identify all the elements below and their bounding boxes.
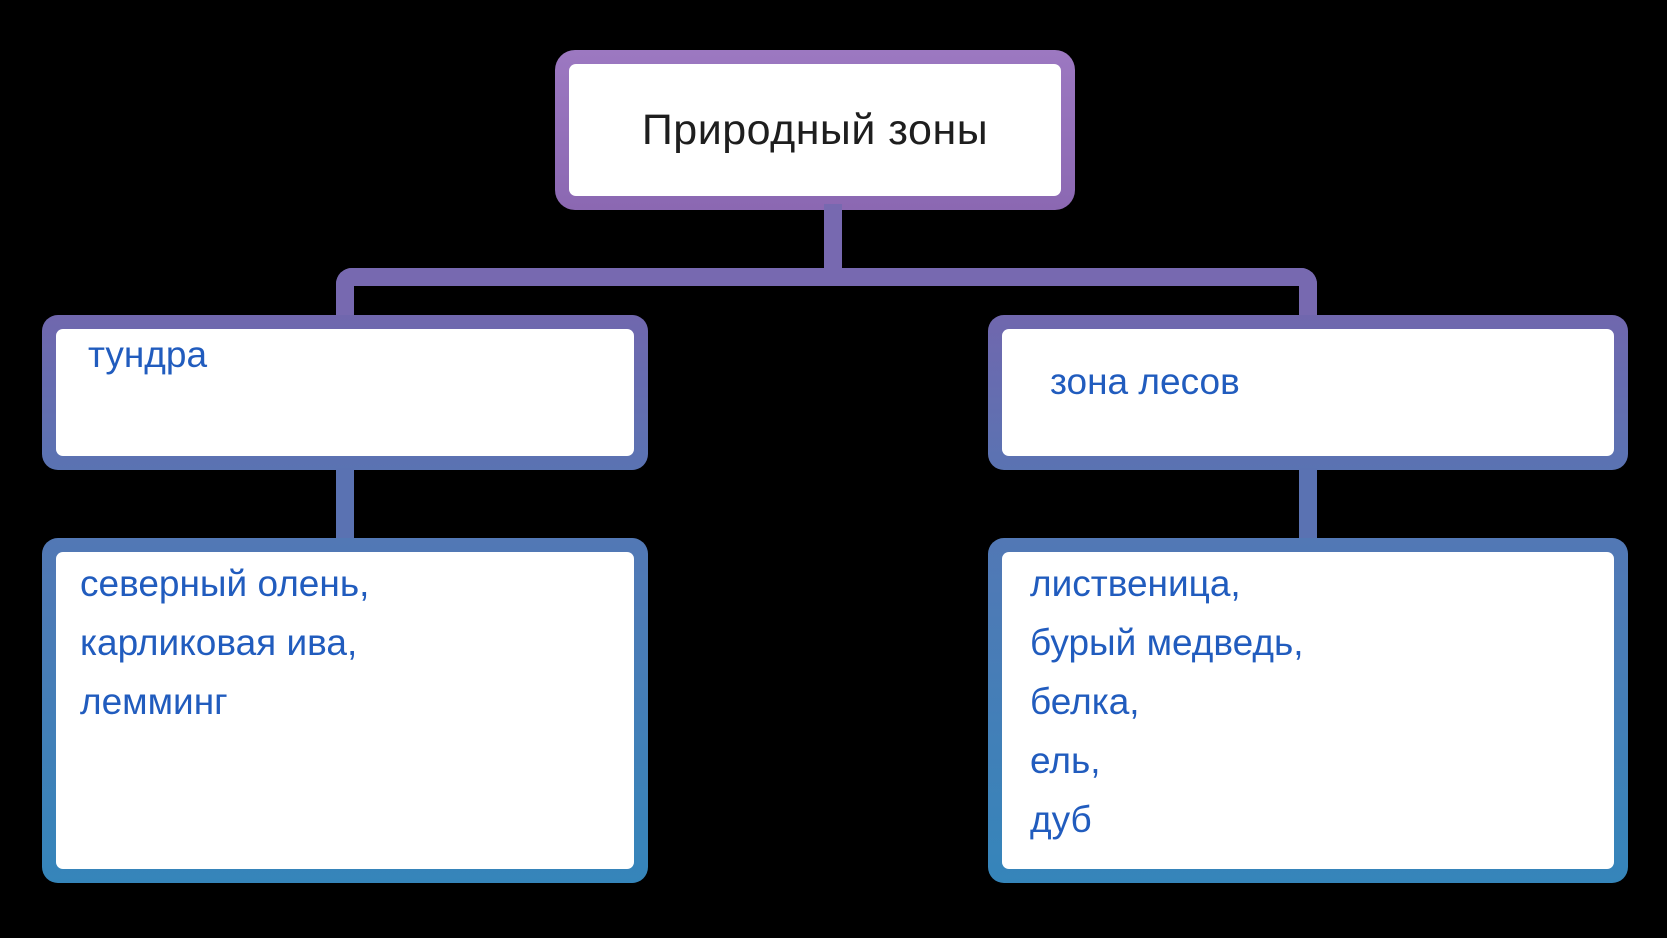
- list-item: ель,: [1030, 740, 1101, 781]
- item-list-tundra: северный олень, карликовая ива, лемминг: [56, 552, 634, 869]
- connector-forest-vertical: [1299, 468, 1317, 540]
- list-item: северный олень,: [80, 563, 370, 604]
- connector-tundra-vertical: [336, 468, 354, 540]
- root-node-box: Природный зоны: [555, 50, 1075, 210]
- list-item: бурый медведь,: [1030, 622, 1304, 663]
- branch-label-forest: зона лесов: [1002, 329, 1614, 456]
- leaf-node-tundra-items: северный олень, карликовая ива, лемминг: [42, 538, 648, 883]
- root-node-label: Природный зоны: [569, 64, 1061, 196]
- list-item: лиственица,: [1030, 563, 1241, 604]
- list-item: лемминг: [80, 681, 228, 722]
- item-list-forest: лиственица, бурый медведь, белка, ель, дуб: [1002, 552, 1614, 869]
- list-item: карликовая ива,: [80, 622, 358, 663]
- list-item: белка,: [1030, 681, 1140, 722]
- leaf-node-forest-items: лиственица, бурый медведь, белка, ель, дуб: [988, 538, 1628, 883]
- branch-node-forest: зона лесов: [988, 315, 1628, 470]
- list-item: дуб: [1030, 799, 1092, 840]
- connector-root-vertical: [824, 204, 842, 270]
- connector-horizontal-bridge: [336, 268, 1317, 315]
- branch-node-tundra: тундра: [42, 315, 648, 470]
- branch-label-tundra: тундра: [56, 329, 634, 456]
